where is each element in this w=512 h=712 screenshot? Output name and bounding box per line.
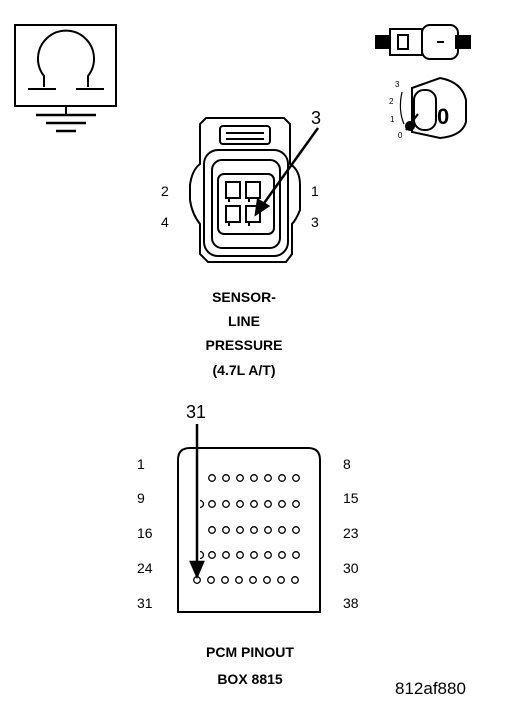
sensor-callout-arrow [254, 127, 320, 217]
figure-id: 812af880 [395, 679, 466, 698]
pcm-pin [292, 526, 300, 534]
pcm-pin [264, 526, 272, 534]
pcm-pin [222, 474, 230, 482]
pcm-callout-label: 31 [186, 402, 207, 422]
pcm-pin [222, 551, 230, 559]
ignition-switch-icon [375, 24, 471, 60]
pcm-row-label-left: 16 [137, 525, 153, 541]
pcm-pin [277, 576, 285, 584]
pcm-pin [291, 576, 299, 584]
pcm-row-label-left: 24 [137, 560, 153, 576]
pcm-pin [221, 576, 229, 584]
pcm-pin [250, 526, 258, 534]
pcm-row-label-right: 30 [343, 560, 359, 576]
sensor-caption-line-1: SENSOR- [212, 289, 276, 305]
key-position-2: 2 [389, 97, 394, 106]
pcm-pin [236, 526, 244, 534]
sensor-pin-label-2: 2 [161, 183, 169, 199]
pcm-pin [278, 474, 286, 482]
sensor-pin-label-1: 1 [311, 183, 319, 199]
pcm-pin [292, 500, 300, 508]
pcm-row-label-right: 8 [343, 456, 351, 472]
pcm-pin [264, 500, 272, 508]
key-position-1: 1 [390, 115, 395, 124]
pcm-row-label-left: 31 [137, 595, 153, 611]
pcm-pin [222, 500, 230, 508]
sensor-caption-line-3: PRESSURE [205, 337, 283, 353]
pcm-pin [278, 551, 286, 559]
pcm-pin [208, 474, 216, 482]
pcm-caption-line-1: PCM PINOUT [206, 644, 294, 660]
key-label: 0 [437, 104, 449, 129]
pcm-pin [236, 551, 244, 559]
sensor-pin-label-4: 4 [161, 214, 169, 230]
pcm-caption-line-2: BOX 8815 [217, 671, 283, 687]
sensor-caption-line-4: (4.7L A/T) [212, 362, 276, 378]
pcm-row-label-left: 9 [137, 490, 145, 506]
pcm-pin [235, 576, 243, 584]
pcm-pin [292, 551, 300, 559]
key-icon [399, 76, 467, 140]
pcm-connector-shape [177, 447, 321, 613]
sensor-callout-label: 3 [311, 108, 322, 128]
pcm-pin [250, 500, 258, 508]
pcm-pin [250, 551, 258, 559]
key-position-0: 0 [398, 131, 403, 140]
sensor-connector-shape [189, 117, 301, 263]
pcm-pin [292, 474, 300, 482]
pcm-pin [278, 526, 286, 534]
pcm-pin [208, 526, 216, 534]
pcm-row-label-left: 1 [137, 456, 145, 472]
pcm-pin [199, 499, 205, 509]
sensor-caption-line-2: LINE [228, 313, 260, 329]
pcm-pin-grid [193, 474, 300, 584]
pcm-pin [222, 526, 230, 534]
pcm-pin [263, 576, 271, 584]
sensor-pin-label-3: 3 [311, 214, 319, 230]
key-position-3: 3 [395, 80, 400, 89]
pcm-row-label-right: 38 [343, 595, 359, 611]
pcm-pin [236, 500, 244, 508]
pcm-pin [199, 550, 205, 560]
pcm-pin [208, 551, 216, 559]
pcm-pin [207, 576, 215, 584]
pcm-pin [249, 576, 257, 584]
pcm-pin [208, 500, 216, 508]
pcm-pin [278, 500, 286, 508]
pcm-callout-arrow [189, 424, 205, 580]
pcm-pin [264, 474, 272, 482]
pcm-pin [264, 551, 272, 559]
pcm-pin [236, 474, 244, 482]
pcm-pin [250, 474, 258, 482]
ground-symbol-icon [14, 24, 117, 133]
pcm-row-label-right: 15 [343, 490, 359, 506]
pcm-row-label-right: 23 [343, 525, 359, 541]
